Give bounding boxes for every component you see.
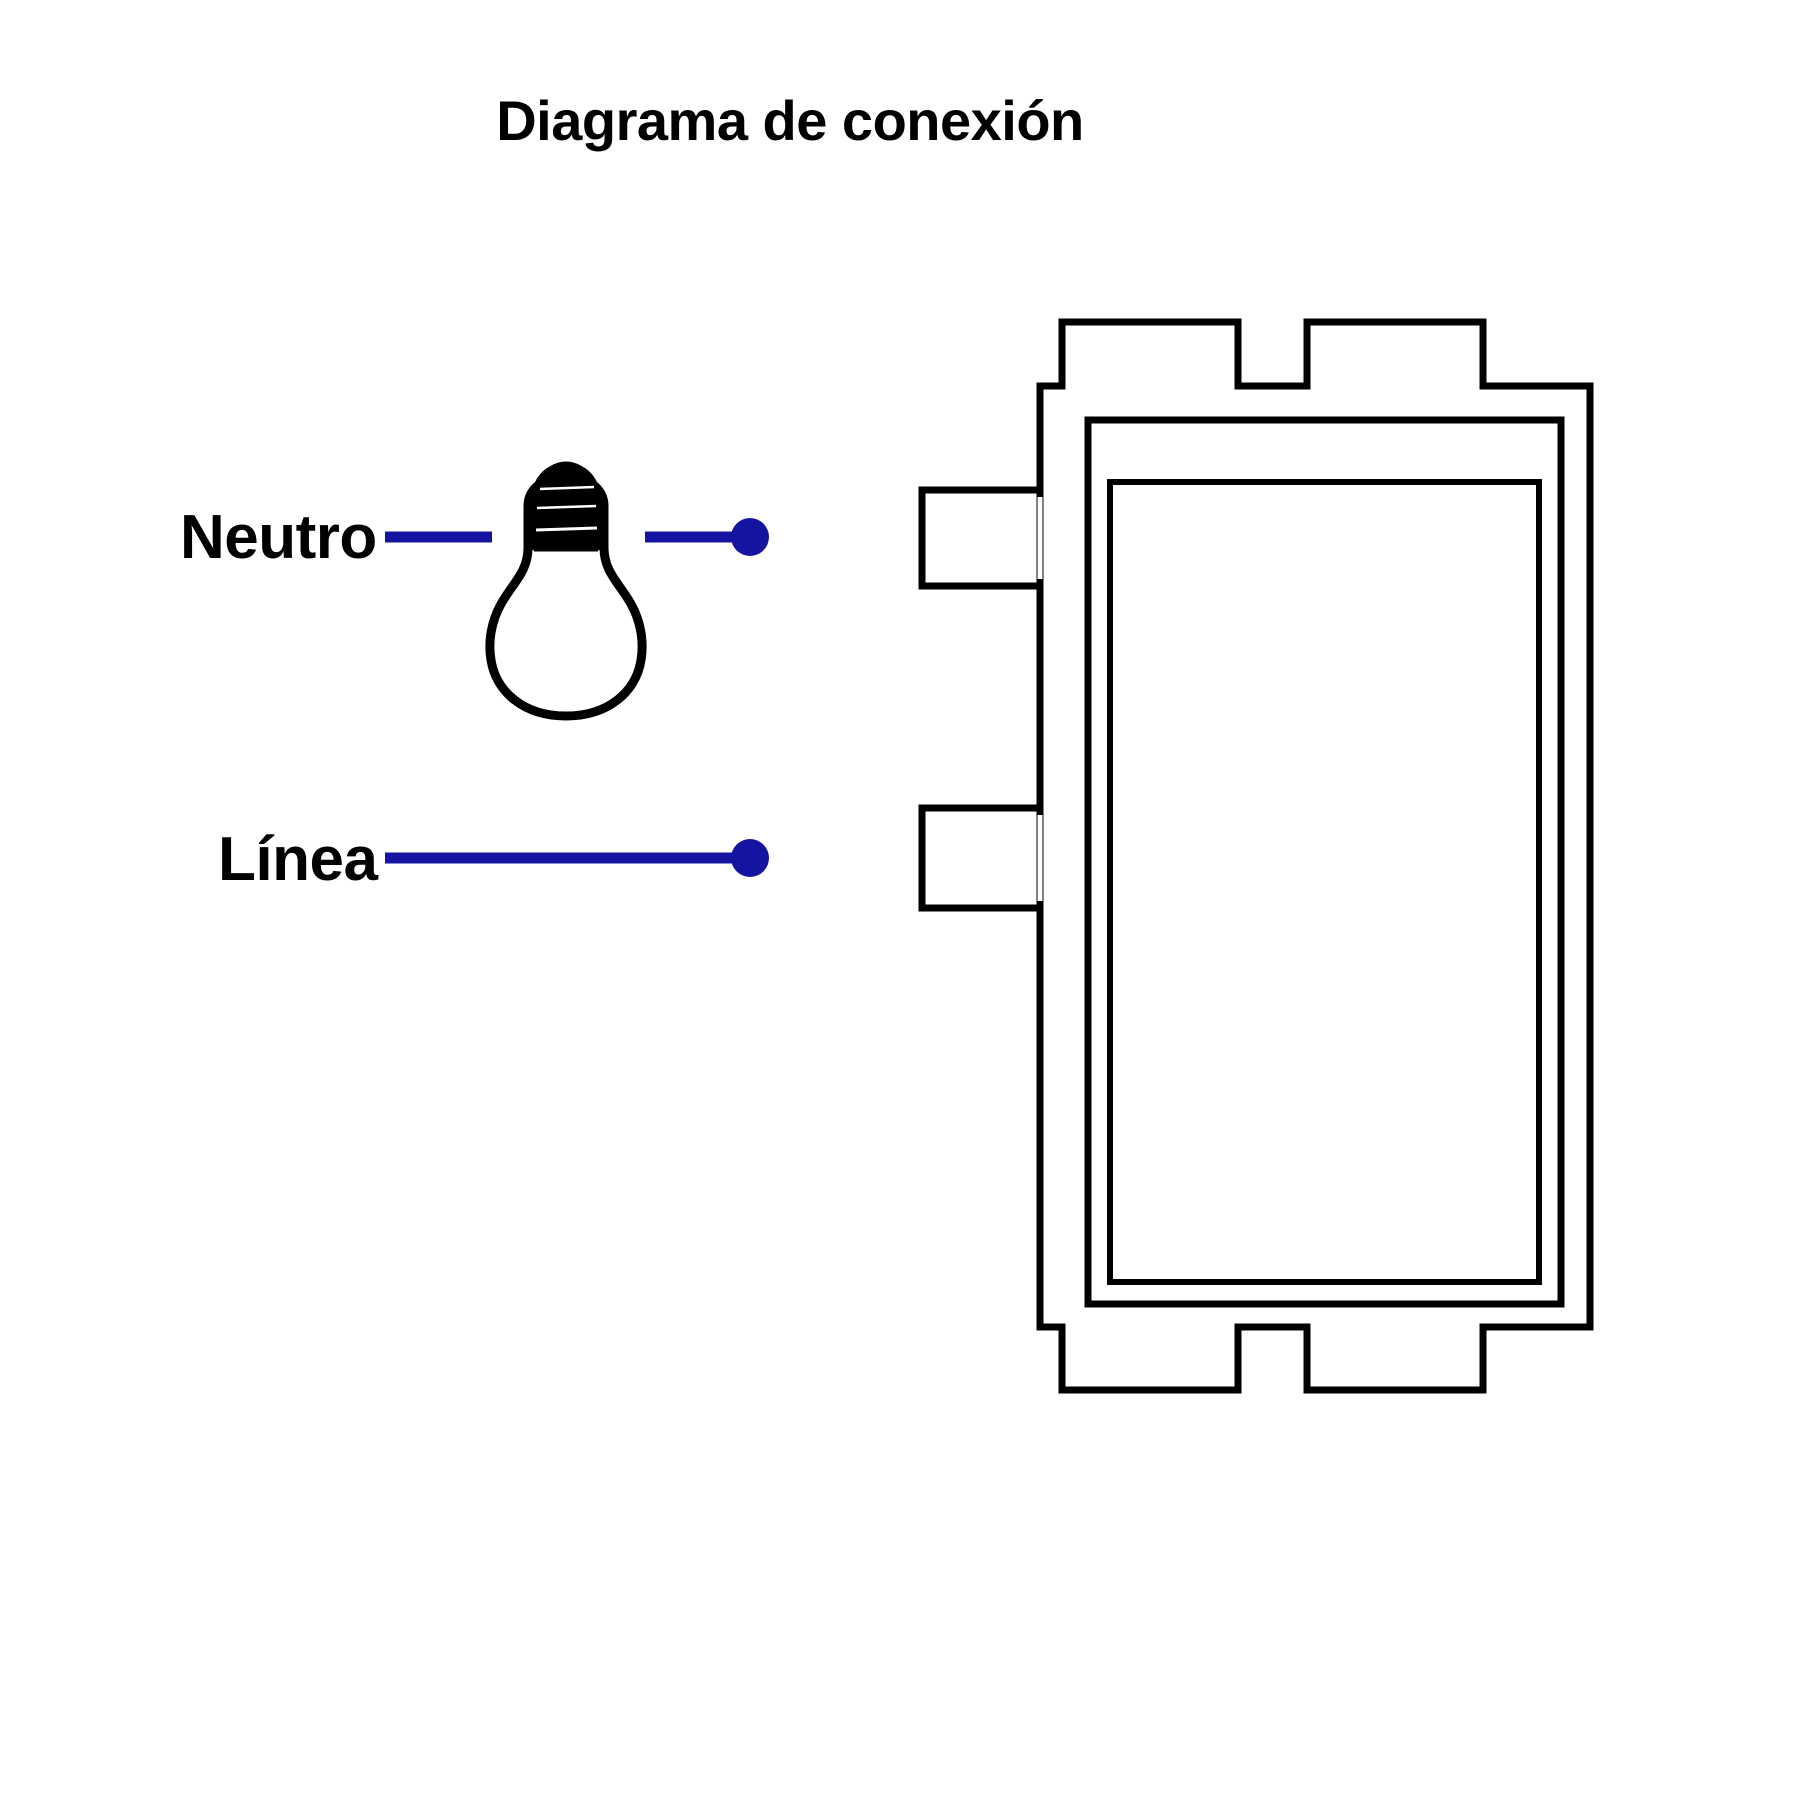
line-terminal-dot-icon	[731, 839, 769, 877]
terminal-box-neutral	[918, 486, 1044, 590]
light-bulb-icon	[485, 461, 647, 721]
terminal-box-line	[918, 804, 1044, 912]
neutral-wire-label: Neutro	[180, 503, 377, 572]
device-inner-frame-inner	[1107, 479, 1542, 1285]
line-wire-label: Línea	[218, 825, 378, 894]
neutral-terminal-dot-icon	[731, 518, 769, 556]
page-title: Diagrama de conexión	[496, 89, 1084, 152]
device-inner-frame-outer	[1084, 416, 1565, 1308]
wall-switch-body-icon	[1036, 318, 1594, 1394]
